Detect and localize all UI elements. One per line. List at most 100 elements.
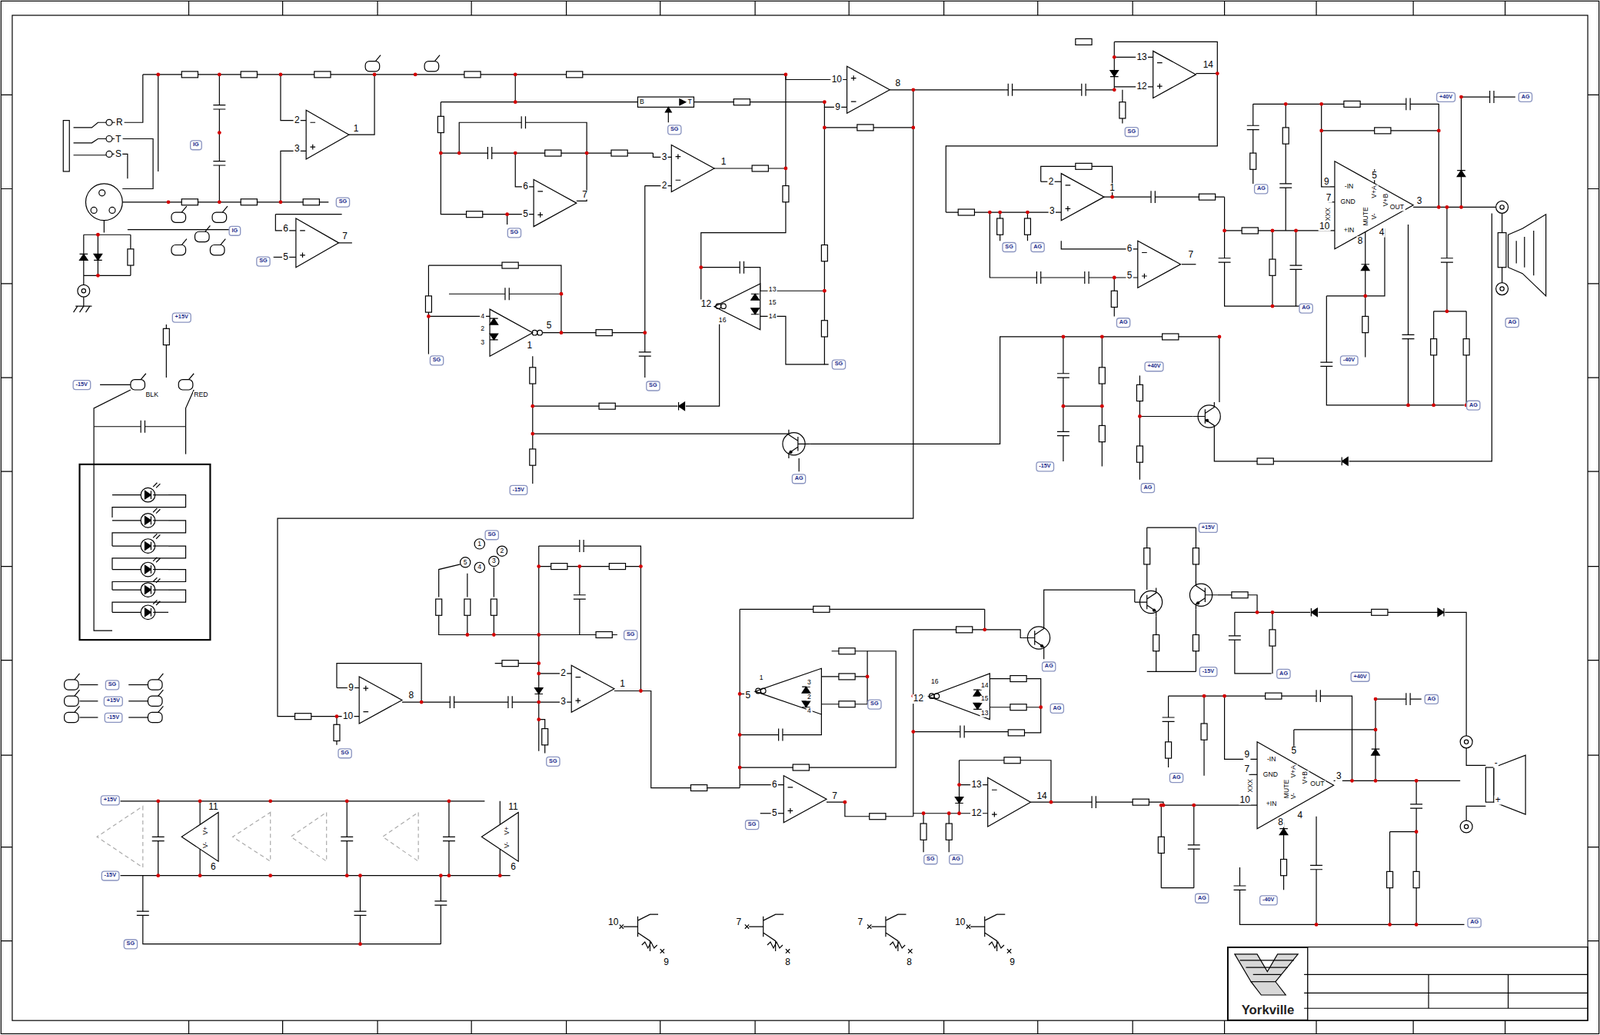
pin-label: V+ [503,825,511,836]
net-tag: AG [1194,893,1210,904]
junction-dot [738,691,742,696]
pin-label: 12 [1135,82,1148,92]
pin-label: 8 [784,958,792,968]
pin-label: 15 [980,695,990,703]
net-tag: SG [335,196,351,207]
junction-dot [1215,71,1220,76]
wire-group [73,41,1516,944]
resistor-symbol [1010,675,1027,682]
terminal-circle [496,545,507,556]
connector-tab [212,212,227,223]
capacitor-gap [212,161,226,166]
junction-dot [1314,922,1319,927]
net-tag: AG [948,854,964,865]
capacitor-gap [1057,373,1070,378]
junction-dot [911,729,915,734]
pin-label: 3 [491,558,497,566]
net-tag: -40V [1340,355,1358,366]
pin-label: V+ [202,825,210,836]
connector-tab-lead [222,206,228,213]
junction-dot [426,314,431,319]
pin-label: +IN [1264,800,1278,808]
wire [359,875,361,945]
resistor-symbol [1413,871,1420,888]
terminal-circle [1463,739,1468,744]
opamp-symbol [714,283,761,330]
junction-dot [1437,205,1441,210]
connector-tab [209,245,225,256]
zone-tick [0,282,1599,284]
capacitor-symbol [1162,717,1175,722]
resistor-symbol [529,367,536,384]
terminal-circle [77,284,90,297]
resistor-symbol [857,124,874,131]
capacitor-gap [442,836,456,841]
transistor-symbol [1134,587,1157,616]
pin-label: 3 [806,679,812,687]
opamp-symbol [306,109,350,160]
opamp-symbol [783,775,827,823]
net-tag: AG [1276,668,1291,679]
opamp-symbol [181,811,219,862]
wire [112,545,141,546]
led-rays [153,508,160,514]
polarity-mark [991,789,998,817]
capacitor-symbol [1150,190,1155,203]
junction-dot [530,404,535,409]
wire [739,608,985,610]
terminal-circle [1496,282,1509,296]
wire [219,74,220,203]
junction-dot [1222,694,1227,699]
wire [112,612,141,613]
wire [83,296,84,307]
junction-dot [997,210,1002,215]
terminal-circle [1460,820,1473,833]
wire [1214,430,1341,462]
capacitor-gap [1057,431,1070,436]
junction-dot [536,671,541,676]
junction-dot [1061,335,1066,340]
pin-label: 2 [806,693,812,701]
wire [1460,96,1462,207]
pin-label: XXX [1247,778,1255,794]
wire [1114,41,1115,90]
wire [112,545,187,570]
led-body [140,605,156,620]
pin-label: 6 [1126,244,1134,254]
pin-label: V- [202,840,210,849]
wire [984,608,985,630]
pin-label: 3 [559,697,567,707]
capacitor-symbol [1057,373,1070,378]
wire [112,494,141,496]
diode-symbol [144,516,151,526]
wire [538,545,642,691]
diode-symbol [144,490,151,499]
resistor-symbol [1153,634,1160,651]
junction-dot [1350,778,1354,783]
title-block-grid [1303,974,1588,1008]
resistor-symbol [1162,333,1179,340]
connector-tab-lead [74,705,80,712]
resistor-symbol [566,71,583,78]
terminal-circle [99,189,106,197]
resistor-symbol [545,149,562,157]
transistor-arrow [1196,601,1200,605]
wire [701,74,786,307]
junction-dot [439,873,443,878]
junction-dot [372,72,377,77]
wire [1234,612,1272,674]
junction-dot [1445,309,1450,313]
diode-symbol [954,797,964,804]
resistor-symbol [595,632,613,639]
capacitor-symbol [1218,258,1231,263]
junction-dot [865,675,870,679]
net-tag: AG [1140,482,1156,493]
pin-label: 8 [1356,236,1364,246]
wire [157,74,159,172]
led-body [140,538,156,554]
terminal-circle [1500,205,1504,210]
terminal-circle [474,538,485,549]
wire [112,495,187,518]
pin-label: 1 [719,157,727,167]
capacitor-gap [1081,83,1086,97]
